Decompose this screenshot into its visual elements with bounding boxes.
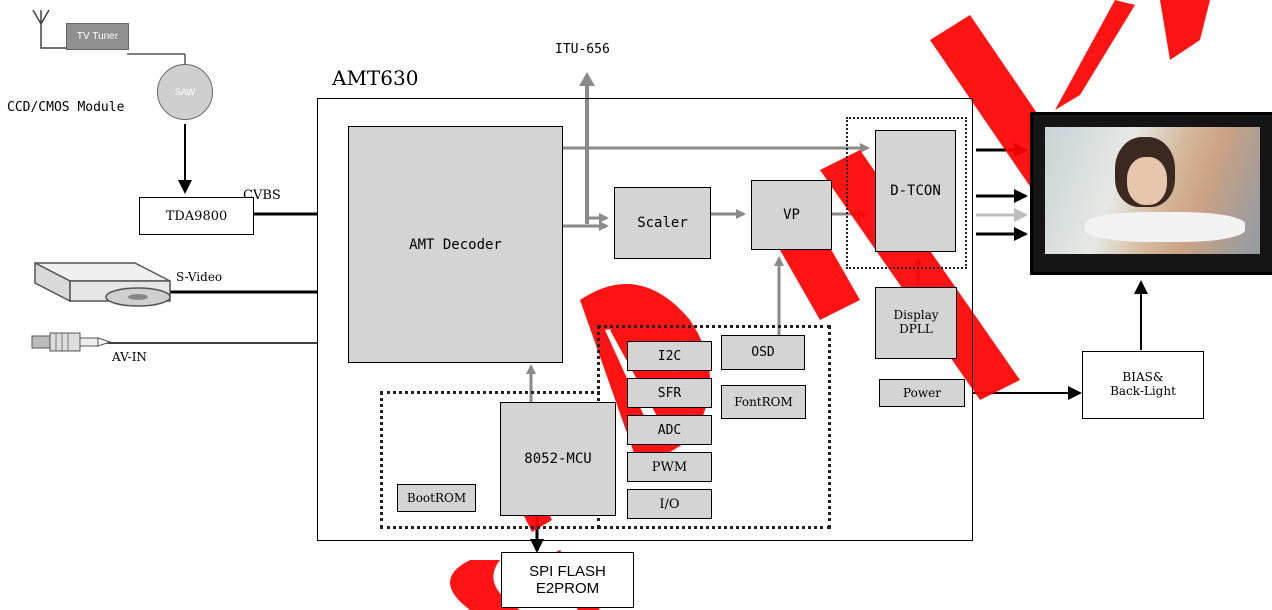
- scaler-block: Scaler: [614, 187, 711, 259]
- amt-decoder-block: AMT Decoder: [348, 126, 563, 363]
- antenna-icon: [33, 10, 66, 48]
- bias-backlight-label: BIAS& Back-Light: [1110, 371, 1176, 399]
- vp-block: VP: [751, 180, 832, 250]
- display-picture: [1045, 127, 1260, 254]
- tv-tuner-label: TV Tuner: [77, 31, 118, 42]
- rca-plug-icon: [30, 328, 120, 356]
- saw-label: SAW: [175, 87, 195, 97]
- display-dpll-label: Display DPLL: [893, 309, 938, 337]
- itu656-label: ITU-656: [555, 42, 610, 57]
- power-block: Power: [879, 379, 965, 407]
- power-label: Power: [903, 386, 941, 400]
- vp-label: VP: [783, 207, 800, 223]
- display-dpll-block: Display DPLL: [875, 287, 957, 359]
- io-label: I/O: [659, 497, 679, 512]
- fontrom-label: FontROM: [734, 395, 793, 409]
- sfr-label: SFR: [658, 386, 681, 401]
- saw-filter: SAW: [157, 64, 213, 120]
- tda9800-label: TDA9800: [166, 209, 228, 224]
- tda9800-box: TDA9800: [139, 197, 254, 235]
- mcu-8052-block: 8052-MCU: [500, 402, 616, 516]
- adc-block: ADC: [627, 415, 712, 445]
- spi-flash-label: SPI FLASH E2PROM: [529, 563, 606, 598]
- dvd-player-icon: [20, 253, 200, 313]
- osd-block: OSD: [721, 335, 805, 370]
- i2c-label: I2C: [658, 349, 681, 364]
- tv-tuner-box: TV Tuner: [66, 23, 129, 50]
- dtcon-label: D-TCON: [890, 183, 941, 199]
- ccd-cmos-label: CCD/CMOS Module: [7, 100, 124, 115]
- avin-label: AV-IN: [112, 350, 147, 364]
- fontrom-block: FontROM: [721, 385, 806, 419]
- chip-title: AMT630: [332, 66, 418, 90]
- sfr-block: SFR: [627, 378, 712, 408]
- bootrom-block: BootROM: [397, 484, 476, 512]
- io-block: I/O: [627, 489, 712, 519]
- spi-flash-box: SPI FLASH E2PROM: [501, 552, 634, 608]
- bias-backlight-box: BIAS& Back-Light: [1082, 351, 1204, 419]
- bootrom-label: BootROM: [407, 491, 466, 505]
- amt-decoder-label: AMT Decoder: [409, 237, 502, 253]
- pwm-block: PWM: [627, 452, 712, 482]
- dtcon-block: D-TCON: [875, 130, 956, 252]
- pwm-label: PWM: [652, 460, 687, 475]
- osd-label: OSD: [751, 345, 774, 360]
- scaler-label: Scaler: [637, 215, 688, 231]
- lcd-display: [1030, 112, 1272, 275]
- svideo-label: S-Video: [176, 270, 222, 284]
- i2c-block: I2C: [627, 341, 712, 371]
- mcu-8052-label: 8052-MCU: [524, 451, 591, 467]
- adc-label: ADC: [658, 423, 681, 438]
